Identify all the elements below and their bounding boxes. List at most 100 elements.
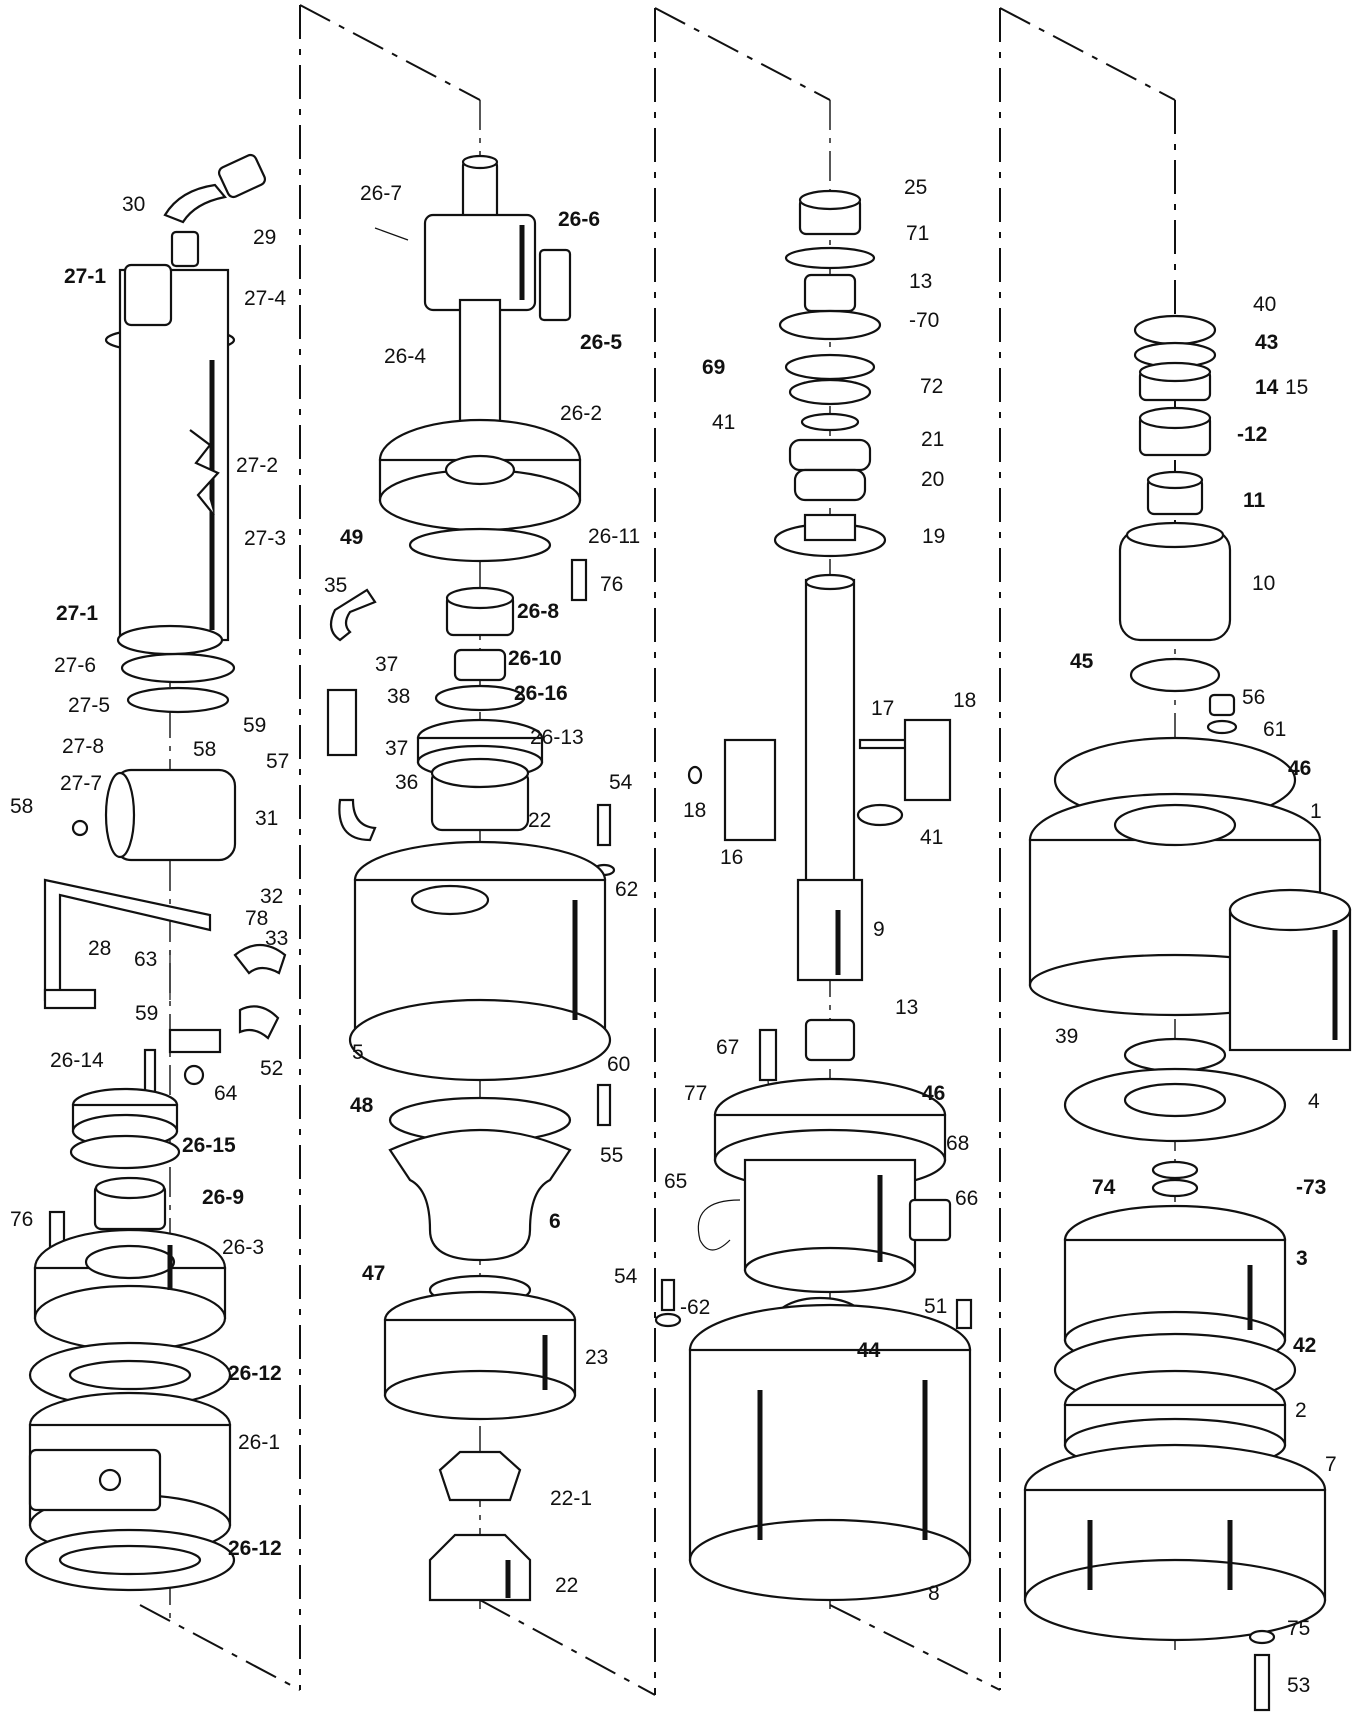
part-label: 14 bbox=[1255, 376, 1279, 399]
part-label: 26-11 bbox=[588, 525, 640, 548]
part-label: 58 bbox=[193, 738, 216, 761]
part-label: 26-12 bbox=[228, 1537, 282, 1560]
part-label: 27-7 bbox=[60, 772, 102, 795]
part-label: 27-8 bbox=[62, 735, 104, 758]
part-label: 52 bbox=[260, 1057, 283, 1080]
part-number-labels: 302927-127-427-227-327-127-627-527-85958… bbox=[10, 176, 1337, 1697]
cable-65 bbox=[697, 1199, 741, 1251]
part-label: 36 bbox=[395, 771, 418, 794]
part-label: 26-10 bbox=[508, 647, 562, 670]
part-label: 27-1 bbox=[64, 265, 106, 288]
part-label: 26-5 bbox=[580, 331, 622, 354]
connector-66 bbox=[908, 1198, 952, 1242]
part-label: 57 bbox=[266, 750, 289, 773]
elbow-35 bbox=[329, 588, 377, 642]
part-label: 11 bbox=[1243, 489, 1266, 512]
shaft-9 bbox=[804, 578, 856, 902]
part-label: 27-3 bbox=[244, 527, 286, 550]
washer-74 bbox=[1151, 1160, 1199, 1180]
part-label: 27-5 bbox=[68, 694, 110, 717]
part-label: 74 bbox=[1092, 1176, 1116, 1199]
coupling-22-1 bbox=[438, 1450, 522, 1502]
part-label: 26-1 bbox=[238, 1431, 280, 1454]
column-4-parts bbox=[1023, 314, 1352, 1712]
part-label: 60 bbox=[607, 1053, 630, 1076]
part-label: 26-3 bbox=[222, 1236, 264, 1259]
part-label: 59 bbox=[135, 1002, 158, 1025]
part-label: 65 bbox=[664, 1170, 687, 1193]
part-label: 41 bbox=[920, 826, 943, 849]
part-label: 58 bbox=[10, 795, 33, 818]
part-label: 7 bbox=[1325, 1453, 1337, 1476]
part-label: 76 bbox=[10, 1208, 33, 1231]
part-label: 69 bbox=[702, 356, 725, 379]
ring-39 bbox=[1123, 1037, 1227, 1073]
column-2-parts bbox=[326, 154, 616, 1602]
part-label: 9 bbox=[873, 918, 885, 941]
part-label: 29 bbox=[253, 226, 276, 249]
centre-axes bbox=[169, 100, 1176, 1650]
part-label: 27-6 bbox=[54, 654, 96, 677]
column-3-parts bbox=[654, 189, 973, 1602]
block-17 bbox=[903, 718, 952, 802]
part-label: -70 bbox=[909, 309, 939, 332]
pin-17 bbox=[858, 738, 912, 750]
part-label: 46 bbox=[922, 1082, 945, 1105]
part-label: 76 bbox=[600, 573, 623, 596]
ring-69 bbox=[784, 353, 876, 381]
part-label: 63 bbox=[134, 948, 157, 971]
part-label: 32 bbox=[260, 885, 283, 908]
part-label: 66 bbox=[955, 1187, 978, 1210]
part-label: 30 bbox=[122, 193, 145, 216]
outlet bbox=[1228, 908, 1352, 1052]
part-label: 37 bbox=[375, 653, 398, 676]
part-label: 39 bbox=[1055, 1025, 1078, 1048]
part-label: 25 bbox=[904, 176, 927, 199]
washer-75 bbox=[1248, 1629, 1276, 1645]
part-label: 53 bbox=[1287, 1674, 1310, 1697]
part-label: 64 bbox=[214, 1082, 238, 1105]
washer-73 bbox=[1151, 1178, 1199, 1198]
part-label: 15 bbox=[1285, 376, 1308, 399]
part-label: 72 bbox=[920, 375, 943, 398]
o-ring-41 bbox=[800, 412, 860, 432]
coupling-22-bottom bbox=[428, 1533, 532, 1602]
part-label: 56 bbox=[1242, 686, 1265, 709]
screw-56 bbox=[1208, 693, 1236, 717]
part-label: 26-9 bbox=[202, 1186, 244, 1209]
part-label: 43 bbox=[1255, 331, 1278, 354]
part-label: 45 bbox=[1070, 650, 1094, 673]
part-label: 19 bbox=[922, 525, 945, 548]
part-label: 75 bbox=[1287, 1617, 1310, 1640]
part-label: 77 bbox=[684, 1082, 707, 1105]
part-label: 22 bbox=[555, 1574, 578, 1597]
part-label: 54 bbox=[609, 771, 633, 794]
part-label: 21 bbox=[921, 428, 944, 451]
part-label: 67 bbox=[716, 1036, 739, 1059]
part-label: 26-15 bbox=[182, 1134, 236, 1157]
part-label: 47 bbox=[362, 1262, 385, 1285]
part-label: 6 bbox=[549, 1210, 561, 1233]
part-label: 27-4 bbox=[244, 287, 286, 310]
sleeve-26-10 bbox=[453, 648, 507, 682]
part-label: 1 bbox=[1310, 800, 1322, 823]
part-label: 26-16 bbox=[514, 682, 568, 705]
part-label: 13 bbox=[909, 270, 932, 293]
gasket-26-15 bbox=[69, 1134, 181, 1170]
fitting-29 bbox=[217, 153, 267, 199]
part-label: 26-8 bbox=[517, 600, 559, 623]
rotor-26-4 bbox=[423, 213, 537, 312]
sleeve-13 bbox=[803, 273, 857, 313]
ring-26-11 bbox=[408, 527, 552, 563]
part-label: -73 bbox=[1296, 1176, 1326, 1199]
ring-27-6 bbox=[120, 652, 236, 684]
part-label: -12 bbox=[1237, 423, 1267, 446]
part-label: 51 bbox=[924, 1295, 947, 1318]
part-label: 49 bbox=[340, 526, 363, 549]
part-label: 4 bbox=[1308, 1090, 1320, 1113]
panel-separators bbox=[139, 4, 1176, 1696]
volute-6 bbox=[388, 1128, 572, 1262]
column-1-parts bbox=[24, 153, 287, 1592]
part-label: 27-1 bbox=[56, 602, 98, 625]
part-label: 28 bbox=[88, 937, 111, 960]
